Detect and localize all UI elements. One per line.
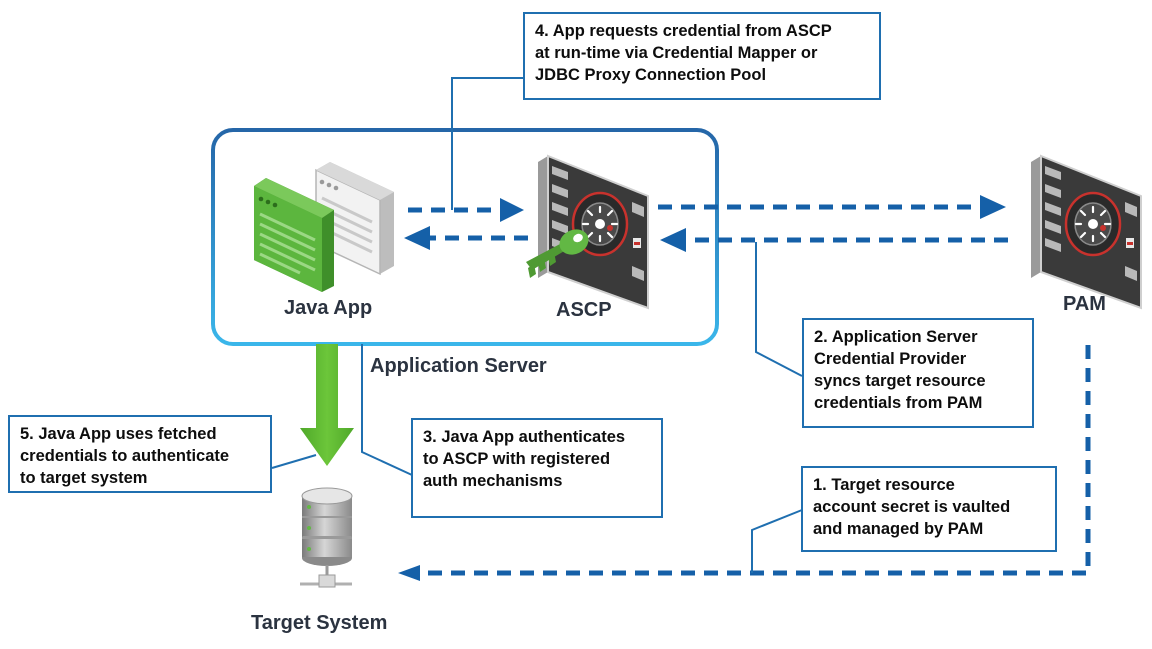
callout-step-3-line: 3. Java App authenticates: [423, 428, 626, 446]
pam-vault-icon: [1029, 154, 1143, 310]
arrowheads: [398, 195, 1006, 581]
callout-step-2: 2. Application Server Credential Provide…: [802, 318, 1034, 428]
callout-step-4-line: at run-time via Credential Mapper or: [535, 44, 818, 62]
database-icon: [300, 487, 353, 588]
callout-connectors: [271, 77, 803, 573]
ascp-vault-icon: [536, 154, 650, 310]
java-app-label: Java App: [284, 297, 373, 319]
callout-step-4-line: JDBC Proxy Connection Pool: [535, 66, 767, 84]
callout-step-2-line: syncs target resource: [814, 372, 986, 390]
callout-step-3-line: to ASCP with registered: [423, 450, 611, 468]
callout-step-3-line: auth mechanisms: [423, 472, 563, 490]
pam-label: PAM: [1063, 293, 1106, 315]
callout-step-1-line: and managed by PAM: [813, 520, 984, 538]
flow-arrows: [408, 204, 1091, 576]
callout-step-1: 1. Target resource account secret is vau…: [801, 466, 1057, 552]
callout-step-2-line: Credential Provider: [814, 350, 967, 368]
callout-step-3: 3. Java App authenticates to ASCP with r…: [411, 418, 663, 518]
callout-step-4: 4. App requests credential from ASCP at …: [523, 12, 881, 100]
callout-step-5-line: credentials to authenticate: [20, 447, 230, 465]
callout-step-2-line: credentials from PAM: [814, 394, 983, 412]
green-down-arrow: [300, 344, 354, 466]
callout-step-1-line: 1. Target resource: [813, 476, 955, 494]
ascp-label: ASCP: [556, 299, 612, 321]
application-server-box: [211, 128, 719, 346]
callout-step-5-line: to target system: [20, 469, 148, 487]
java-app-icon: [254, 162, 394, 292]
target-system-label: Target System: [251, 612, 388, 634]
application-server-label: Application Server: [370, 355, 547, 377]
callout-step-4-line: 4. App requests credential from ASCP: [535, 22, 832, 40]
callout-step-1-line: account secret is vaulted: [813, 498, 1011, 516]
callout-step-5-line: 5. Java App uses fetched: [20, 425, 217, 443]
callout-step-2-line: 2. Application Server: [814, 328, 978, 346]
key-icon: [526, 229, 589, 278]
callout-step-5: 5. Java App uses fetched credentials to …: [8, 415, 272, 493]
